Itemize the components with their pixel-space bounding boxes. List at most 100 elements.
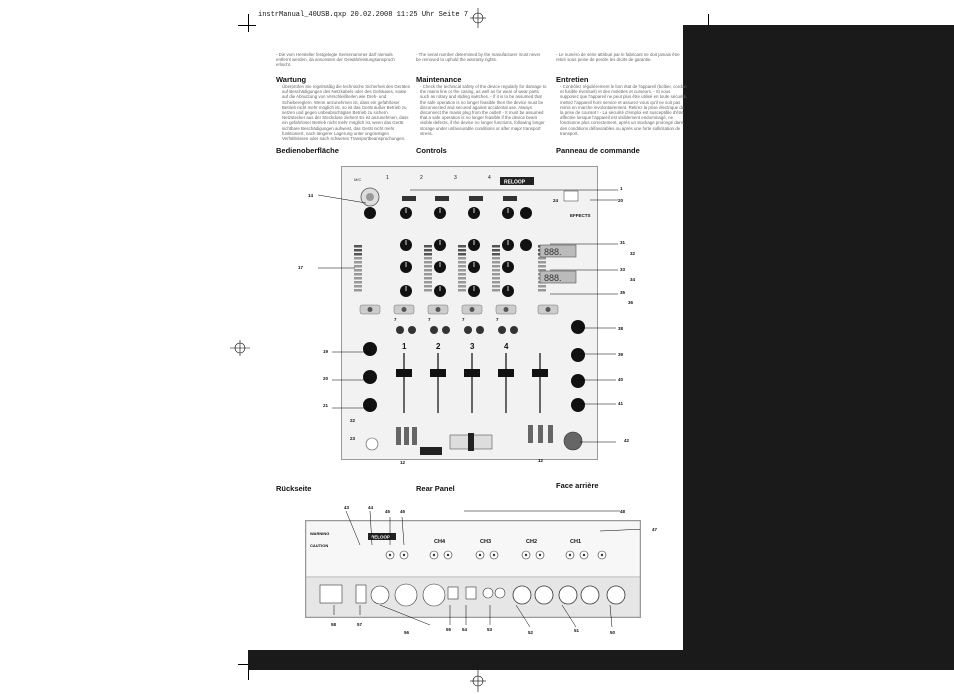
jack-socket-icon bbox=[512, 585, 532, 605]
input-switch bbox=[435, 196, 449, 201]
section-title-de: Wartung bbox=[276, 75, 307, 84]
rca-jack-icon bbox=[494, 587, 506, 599]
callout-label: 1 bbox=[620, 186, 623, 191]
caution-label: CAUTION bbox=[310, 543, 328, 548]
meter-led bbox=[538, 285, 546, 288]
callout-label: 57 bbox=[357, 622, 363, 627]
channel-number: 3 bbox=[454, 175, 457, 181]
warning-label: WARNING bbox=[310, 531, 329, 536]
power-socket-icon bbox=[319, 584, 343, 604]
page-edge-band bbox=[683, 25, 954, 650]
fader-track bbox=[403, 353, 405, 413]
mode-knob bbox=[464, 326, 472, 334]
fader-cap bbox=[396, 369, 412, 377]
jack-socket-icon bbox=[558, 585, 578, 605]
crop-mark bbox=[238, 25, 256, 26]
gain-knob bbox=[520, 207, 532, 219]
callout-label: 20 bbox=[323, 376, 329, 381]
crop-mark bbox=[238, 664, 256, 665]
callout-label: 56 bbox=[404, 630, 410, 635]
meter-led bbox=[458, 249, 466, 252]
callout-label: 19 bbox=[323, 349, 329, 354]
meter-led bbox=[354, 269, 362, 272]
meter-led bbox=[492, 265, 500, 268]
meter-led bbox=[424, 285, 432, 288]
rear-channel-label: CH2 bbox=[526, 539, 537, 545]
meter-led bbox=[458, 261, 466, 264]
callout-label: 40 bbox=[618, 377, 624, 382]
meter-led bbox=[458, 253, 466, 256]
rear-channel-label: CH1 bbox=[570, 539, 581, 545]
phones-knob bbox=[571, 398, 585, 412]
meter-led bbox=[458, 273, 466, 276]
meter-led bbox=[354, 261, 362, 264]
callout-label: 14 bbox=[308, 193, 314, 198]
mic-jack-inner-icon bbox=[366, 193, 374, 201]
callout-label: 51 bbox=[574, 628, 580, 633]
jack-socket-icon bbox=[606, 585, 626, 605]
rear-channel-label: CH4 bbox=[434, 539, 446, 545]
meter-led bbox=[538, 261, 546, 264]
meter-led bbox=[458, 289, 466, 292]
crop-mark bbox=[708, 14, 709, 32]
meter-led bbox=[424, 253, 432, 256]
power-switch bbox=[355, 584, 367, 604]
controls-heading-fr: Panneau de commande bbox=[556, 146, 640, 155]
file-header: instrManual_40USB.qxp 20.02.2008 11:25 U… bbox=[258, 11, 469, 19]
rear-callout-lines bbox=[333, 510, 640, 628]
fader-cap bbox=[498, 369, 514, 377]
callout-label: 12 bbox=[538, 458, 544, 463]
meter-led bbox=[458, 269, 466, 272]
fader-track bbox=[437, 353, 439, 413]
mode-knob bbox=[408, 326, 416, 334]
meter-led bbox=[458, 285, 466, 288]
callout-label: 44 bbox=[368, 505, 374, 510]
callout-label: 54 bbox=[462, 627, 468, 632]
fader-cap bbox=[430, 369, 446, 377]
callout-label: 55 bbox=[446, 627, 452, 632]
mode-knob bbox=[498, 326, 506, 334]
callout-label: 47 bbox=[652, 527, 658, 532]
callout-label: 21 bbox=[323, 403, 329, 408]
mic-on-button bbox=[365, 437, 379, 451]
callout-label: 17 bbox=[298, 265, 304, 270]
fader-cap bbox=[532, 369, 548, 377]
brand-text: RELOOP bbox=[371, 535, 390, 540]
meter-led bbox=[458, 245, 466, 248]
callout-label: 58 bbox=[331, 622, 337, 627]
rear-rca-jacks bbox=[385, 550, 607, 560]
meter-led bbox=[492, 269, 500, 272]
callout-seven: 7 bbox=[428, 317, 431, 322]
crossfader-knob bbox=[468, 433, 474, 451]
meter-led bbox=[424, 273, 432, 276]
callout-label: 53 bbox=[487, 627, 493, 632]
meter-led bbox=[354, 289, 362, 292]
brand-logo-icon bbox=[368, 533, 396, 540]
input-switch bbox=[503, 196, 517, 201]
page-bottom-band bbox=[248, 650, 954, 670]
cue-mix-knob bbox=[571, 374, 585, 388]
mic-treble-knob bbox=[363, 370, 377, 384]
callout-label: 38 bbox=[618, 326, 624, 331]
callout-label: 39 bbox=[618, 352, 624, 357]
xlr-output-icon bbox=[370, 585, 390, 605]
meter-led bbox=[538, 257, 546, 260]
meter-led bbox=[492, 289, 500, 292]
rca-jack-icon bbox=[482, 587, 494, 599]
input-switch bbox=[469, 196, 483, 201]
meter-led bbox=[538, 269, 546, 272]
display-digits: 888. bbox=[544, 273, 562, 283]
meter-led bbox=[492, 277, 500, 280]
mic-bass-knob bbox=[363, 398, 377, 412]
meter-led bbox=[538, 265, 546, 268]
meter-led bbox=[424, 269, 432, 272]
callout-label: 35 bbox=[620, 290, 626, 295]
mode-knob bbox=[430, 326, 438, 334]
meter-led bbox=[492, 285, 500, 288]
callout-label: 23 bbox=[350, 436, 356, 441]
rear-heading-fr: Face arrière bbox=[556, 481, 599, 490]
meter-led bbox=[424, 281, 432, 284]
gain-knob bbox=[364, 207, 376, 219]
